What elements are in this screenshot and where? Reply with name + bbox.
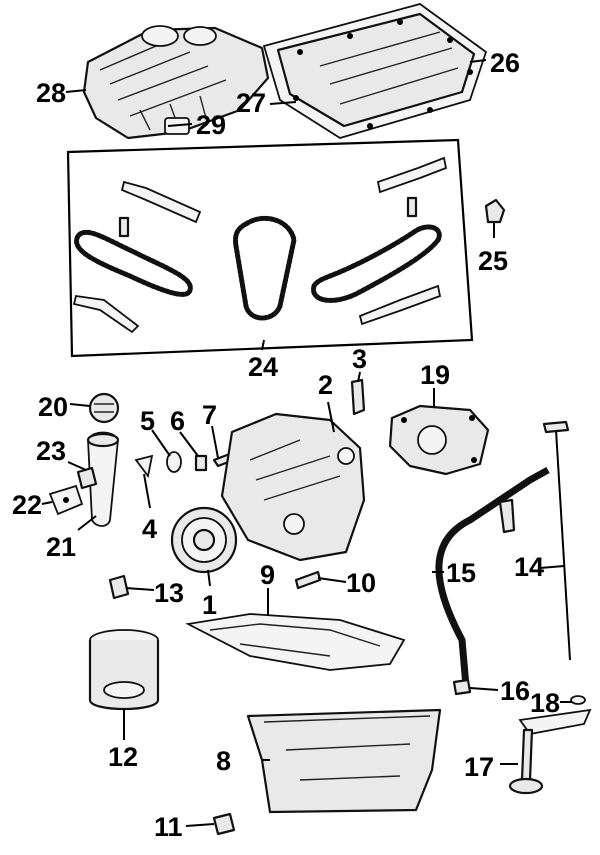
callout-27: 27: [236, 88, 266, 118]
callout-7: 7: [202, 400, 217, 430]
callout-21: 21: [46, 532, 76, 562]
callout-18: 18: [530, 688, 560, 718]
callout-3: 3: [352, 344, 367, 374]
oil-pump: [388, 404, 490, 476]
callout-14: 14: [514, 552, 544, 582]
intake-manifold: [82, 25, 270, 140]
valve-cover: [262, 3, 488, 139]
callout-labels: 28 29 27 26 25 24 3 2 19 20 5 6 7 23 22 …: [12, 48, 560, 842]
sensor: [350, 378, 366, 416]
dipstick-tube: [435, 466, 550, 687]
callout-19: 19: [420, 360, 450, 390]
callout-28: 28: [36, 78, 66, 108]
callout-22: 22: [12, 490, 42, 520]
pickup-tube-o-ring: [570, 695, 586, 705]
callout-5: 5: [140, 406, 155, 436]
oil-level-sensor: [294, 570, 322, 590]
oil-filler-group: [48, 392, 120, 527]
timing-kit-box: [66, 138, 474, 358]
drain-plug: [212, 812, 236, 836]
timing-cover: [220, 412, 366, 562]
oil-filter: [88, 629, 160, 711]
callout-26: 26: [490, 48, 520, 78]
callout-1: 1: [202, 590, 217, 620]
callout-13: 13: [154, 578, 184, 608]
callout-25: 25: [478, 246, 508, 276]
leader-lines: [41, 59, 572, 827]
oil-pan: [246, 708, 442, 814]
oil-pickup-tube: [508, 708, 592, 795]
callout-20: 20: [38, 392, 68, 422]
callout-24: 24: [248, 352, 278, 382]
callout-2: 2: [318, 370, 333, 400]
callout-12: 12: [108, 742, 138, 772]
callout-10: 10: [346, 568, 376, 598]
callout-8: 8: [216, 746, 231, 776]
crankshaft-damper: [170, 506, 238, 574]
callout-9: 9: [260, 560, 275, 590]
callout-4: 4: [142, 514, 157, 544]
callout-29: 29: [196, 110, 226, 140]
oil-pressure-switch: [108, 574, 130, 600]
callout-15: 15: [446, 558, 476, 588]
callout-6: 6: [170, 406, 185, 436]
dipstick-tube-o-ring: [452, 678, 472, 696]
timing-chain-tensioner: [484, 198, 506, 224]
dipstick: [542, 420, 571, 661]
oil-pan-gasket: [185, 613, 406, 671]
callout-17: 17: [464, 752, 494, 782]
callout-16: 16: [500, 676, 530, 706]
callout-11: 11: [154, 812, 183, 842]
callout-23: 23: [36, 436, 66, 466]
